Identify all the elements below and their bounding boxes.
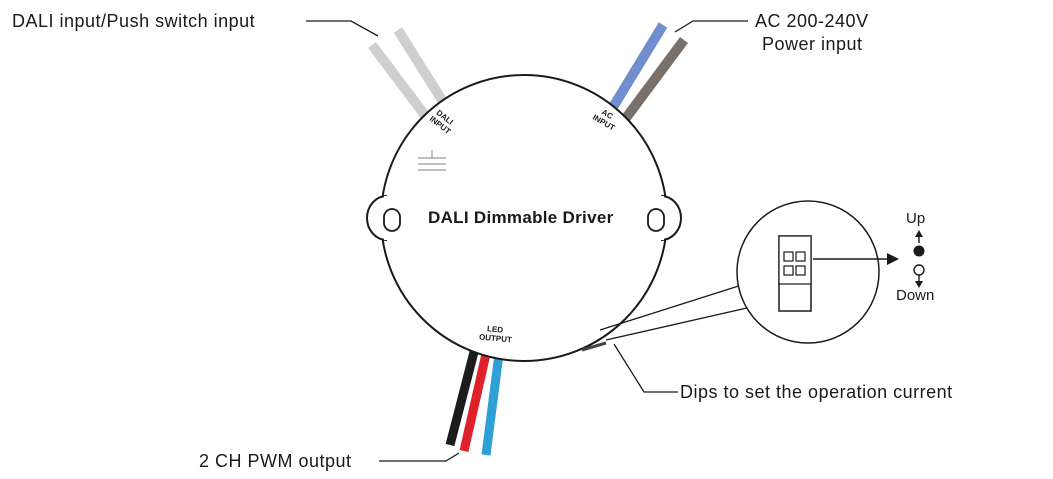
led-port-label: LED OUTPUT [479, 324, 513, 345]
ac-input-wires [605, 22, 689, 121]
led-output-wires [445, 350, 504, 456]
dips-label: Dips to set the operation current [680, 382, 953, 402]
off-position-dot [913, 264, 925, 276]
dip-magnifier [736, 200, 899, 344]
leader-lines [306, 20, 761, 462]
dip-switch-icon [778, 235, 812, 312]
up-label: Up [906, 210, 926, 227]
printed-schematic [418, 150, 446, 171]
down-label: Down [896, 287, 935, 304]
driver-body [366, 74, 682, 362]
arrow-up-icon [915, 230, 923, 237]
ac-input-label-line2: Power input [762, 34, 863, 54]
pwm-output-label: 2 CH PWM output [199, 451, 352, 471]
on-position-dot [913, 245, 925, 257]
arrow-right-icon [813, 253, 899, 265]
dip-slot [581, 341, 607, 352]
up-down-indicator [913, 230, 925, 288]
driver-title: DALI Dimmable Driver [428, 208, 614, 227]
dali-input-label: DALI input/Push switch input [12, 11, 256, 31]
ac-input-label-line1: AC 200-240V [755, 11, 869, 31]
arrow-down-icon [915, 281, 923, 288]
dali-input-wires [368, 27, 455, 126]
